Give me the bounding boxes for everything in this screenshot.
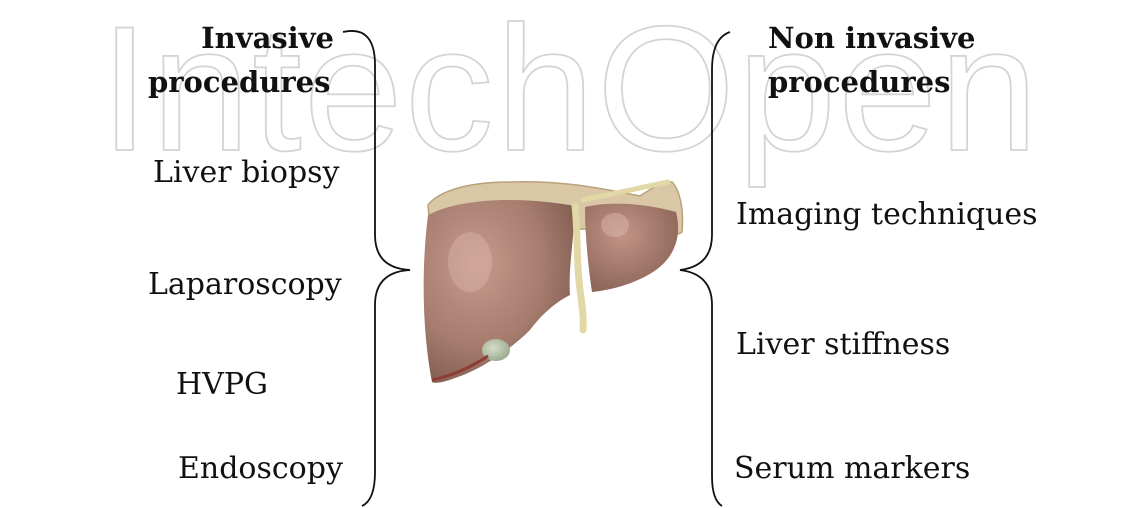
non-invasive-heading-line1: Non invasive (768, 16, 975, 60)
item-serum-markers: Serum markers (734, 450, 970, 488)
non-invasive-heading-line2: procedures (768, 60, 975, 104)
item-laparoscopy: Laparoscopy (148, 266, 342, 304)
item-liver-stiffness: Liver stiffness (736, 326, 950, 364)
non-invasive-heading: Non invasive procedures (768, 16, 975, 104)
left-brace (343, 31, 410, 506)
invasive-heading-line2: procedures (148, 60, 334, 104)
invasive-heading: Invasive procedures (148, 16, 334, 104)
right-brace (680, 32, 730, 506)
item-hvpg: HVPG (176, 366, 268, 404)
invasive-heading-line1: Invasive (148, 16, 334, 60)
item-endoscopy: Endoscopy (178, 450, 343, 488)
item-imaging-techniques: Imaging techniques (736, 196, 1038, 234)
item-liver-biopsy: Liver biopsy (153, 154, 340, 192)
